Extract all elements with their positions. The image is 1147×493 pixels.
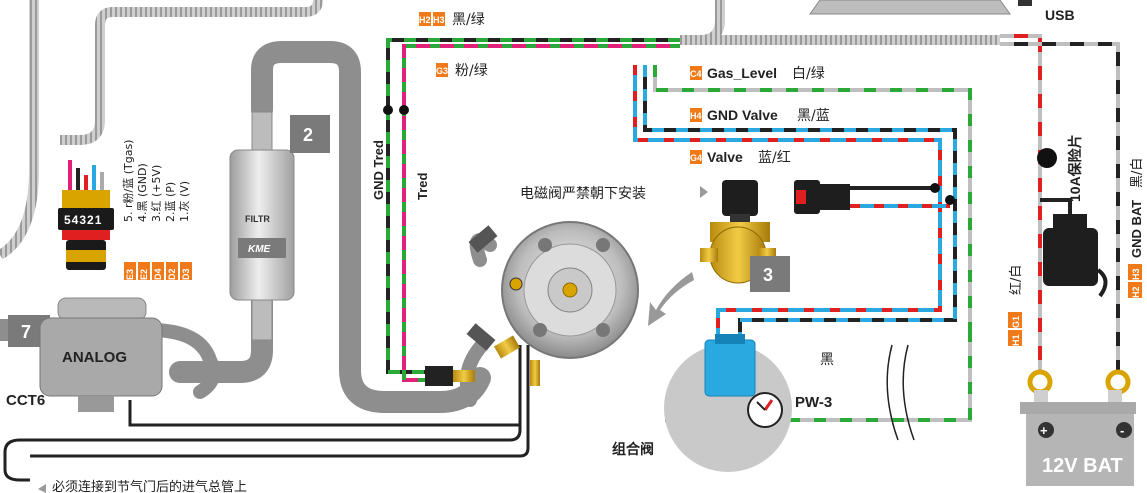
wires (386, 34, 1120, 422)
map-sensor-label: ANALOG (62, 349, 127, 366)
multivalve-label: 组合阀 (612, 441, 654, 457)
tag-g1: G1 (1011, 316, 1021, 328)
ring-terminals (1027, 369, 1131, 395)
gas-level-name: Gas_Level (707, 65, 777, 81)
gas-hoses (0, 41, 497, 413)
intake-note: 必须连接到节气门后的进气总管上 (52, 479, 247, 493)
pinout-line-4: 4.黑 (GND) (136, 163, 149, 222)
label-red-white: H1 G1 红/白 (1008, 265, 1024, 346)
valve-wire-color: 蓝/红 (758, 150, 791, 166)
label-h4-gnd-valve: H4 GND Valve 黑/蓝 (690, 107, 830, 124)
wire-blue-red (633, 65, 942, 345)
solenoid-note-arrow-icon (700, 186, 708, 198)
gas-level-color: 白/绿 (792, 66, 825, 82)
laptop-icon (809, 0, 1032, 15)
h2h3-color-label: 黑/绿 (452, 12, 485, 28)
label-g4-valve: G4 Valve 蓝/红 (690, 149, 791, 166)
gas-filter: FILTR KME 2 (229, 111, 330, 341)
tag-h2-top: H2 (419, 15, 431, 25)
battery-label: 12V BAT (1042, 455, 1123, 477)
ecu-ribbed-cable (0, 0, 1000, 260)
battery-minus-icon: - (1120, 423, 1124, 438)
fuse-label: 10A保险片 (1067, 134, 1083, 202)
tag-h3-top: H3 (433, 15, 445, 25)
tag-e2: E2 (139, 269, 149, 280)
temperature-sensor (425, 366, 475, 386)
map-sensor: 7 ANALOG (8, 297, 163, 412)
wire-junctions (383, 105, 1057, 205)
valve-number: 3 (763, 265, 773, 285)
pinout-line-2: 2.蓝 (P) (164, 182, 177, 222)
battery-12v (1020, 390, 1136, 486)
tag-e3: E3 (125, 269, 135, 280)
tag-d3: D3 (181, 268, 191, 280)
g3-color-label: 粉/绿 (455, 63, 488, 79)
tag-g4: G4 (690, 153, 702, 163)
gnd-valve-color: 黑/蓝 (797, 108, 830, 124)
tag-h3-right: H3 (1131, 268, 1141, 280)
valve-connector (794, 180, 850, 214)
tag-d4: D4 (153, 268, 163, 280)
gnd-bat-name: GND BAT (1129, 200, 1144, 258)
label-h2h3-black-green: H2 H3 黑/绿 (419, 12, 485, 28)
tag-g3: G3 (436, 66, 448, 76)
label-gnd-bat: H2 H3 GND BAT 黑/白 (1128, 158, 1145, 298)
fuse-holder (1043, 214, 1108, 298)
battery-plus-icon: + (1040, 423, 1048, 438)
filter-number: 2 (303, 125, 313, 145)
label-g3-pink-green: G3 粉/绿 (436, 63, 488, 79)
filter-label: FILTR (245, 214, 270, 224)
tag-h2-right: H2 (1131, 286, 1141, 298)
valve-wire-name: Valve (707, 149, 743, 165)
label-c4-gas-level: C4 Gas_Level 白/绿 (690, 65, 825, 82)
connector-pinout-labels: 5. r粉/蓝 (Tgas) 4.黑 (GND) 3.红 (+5V) 2.蓝 (… (122, 140, 191, 222)
tag-c4: C4 (690, 69, 702, 79)
usb-label: USB (1045, 7, 1075, 23)
pinout-line-1: 1.灰 (V) (177, 181, 191, 222)
map-sensor-number: 7 (21, 322, 31, 342)
gas-solenoid-valve: 3 (648, 180, 790, 326)
gnd-tred-label: GND Tred (371, 140, 386, 200)
pinout-line-3: 3.红 (+5V) (150, 165, 163, 222)
red-white-color: 红/白 (1008, 265, 1024, 295)
wire-break-icon (886, 344, 915, 441)
reducer (466, 221, 639, 386)
intake-note-arrow-icon (38, 484, 46, 493)
tag-h1: H1 (1011, 334, 1021, 346)
connector-pin-numbers: 54321 (64, 213, 102, 227)
gnd-valve-name: GND Valve (707, 107, 778, 123)
tag-h4: H4 (690, 111, 702, 121)
vacuum-hoses (3, 345, 530, 482)
multivalve (664, 334, 792, 472)
pinout-line-5: 5. r粉/蓝 (Tgas) (122, 140, 135, 222)
gnd-bat-color: 黑/白 (1129, 158, 1145, 188)
connector-tags: E3 E2 D4 D2 D3 (124, 262, 192, 280)
solenoid-note: 电磁阀严禁朝下安装 (520, 186, 646, 202)
tag-d2: D2 (167, 268, 177, 280)
pw3-label: PW-3 (795, 394, 832, 411)
filter-brand: KME (248, 244, 271, 255)
tred-label: Tred (415, 172, 430, 200)
map-sensor-connector: 54321 (58, 160, 114, 270)
wire-pink-green (402, 44, 680, 382)
black-wire-label: 黑 (820, 352, 834, 368)
cct6-label: CCT6 (6, 392, 45, 409)
